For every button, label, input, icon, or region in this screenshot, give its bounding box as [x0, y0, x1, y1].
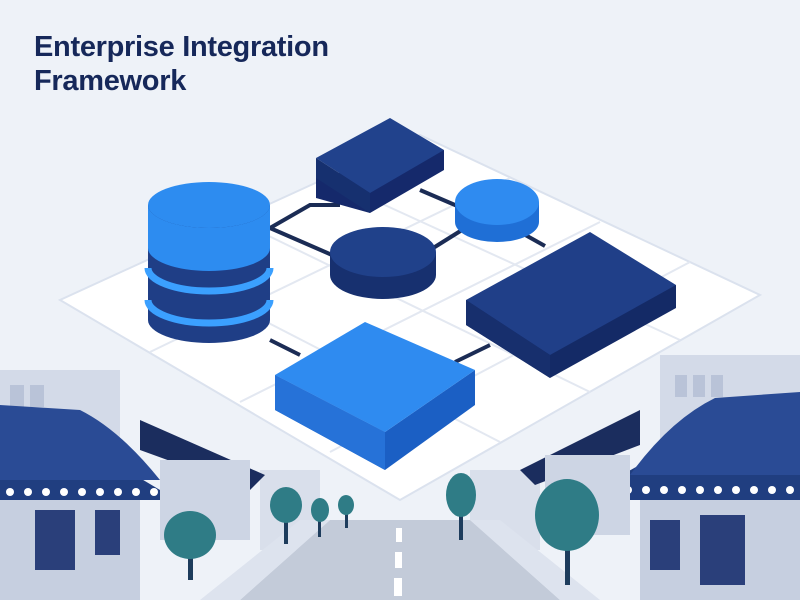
rack-server-icon — [466, 232, 676, 378]
tree-icon — [270, 487, 302, 544]
tree-icon — [535, 479, 599, 585]
gateway-block-icon — [275, 322, 475, 470]
hanok-house-icon — [520, 392, 800, 600]
database-cylinder-icon — [144, 182, 274, 343]
tree-icon — [164, 511, 216, 580]
page-title: Enterprise Integration Framework — [34, 31, 329, 97]
tree-icon — [338, 495, 354, 528]
tree-icon — [446, 473, 476, 540]
disk-node-icon — [330, 227, 436, 299]
tree-icon — [311, 498, 329, 537]
server-block-icon — [316, 118, 444, 213]
cloud-disk-icon — [455, 179, 539, 242]
